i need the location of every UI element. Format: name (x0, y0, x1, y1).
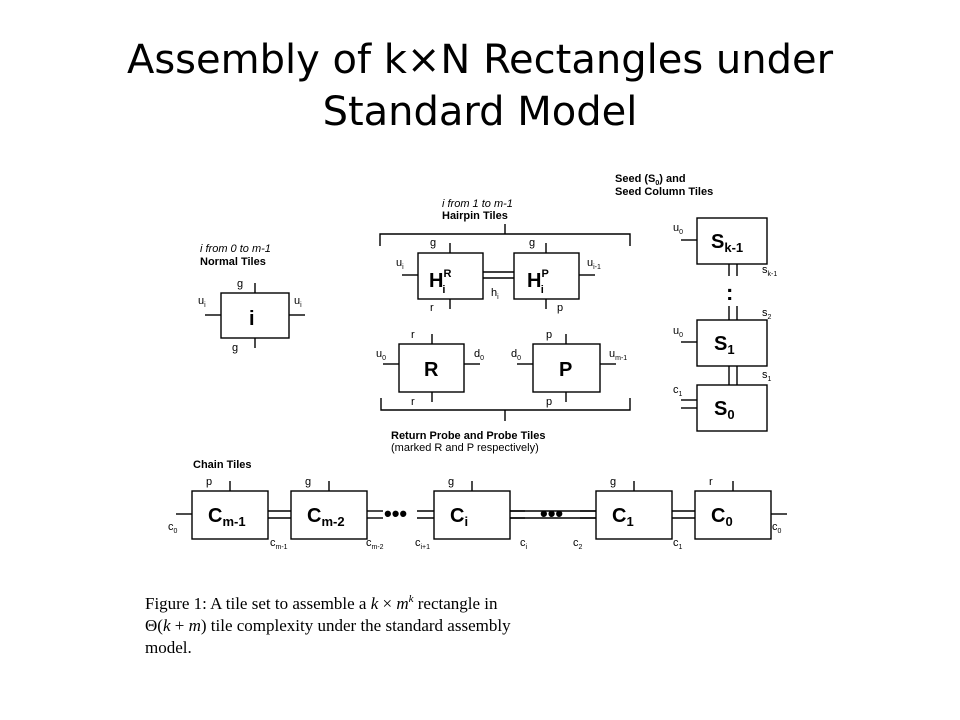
normal-east-label: ui (294, 295, 302, 309)
seed-tile-k-1 (696, 217, 768, 265)
chain-edge-label: cm-2 (366, 537, 384, 551)
figure-caption-line2: Θ(k + m) tile complexity under the stand… (145, 616, 511, 635)
normal-south-label: g (232, 342, 238, 354)
hairpin-r-north: g (430, 237, 436, 249)
slide-title-line2: Standard Model (322, 89, 638, 135)
chain-edge-label: ci (520, 537, 528, 551)
probe-west: d0 (511, 348, 521, 362)
seed-k-1-west: u0 (673, 222, 683, 236)
chain-edge-label: c2 (573, 537, 583, 551)
seed-vertical-dots: : (726, 280, 733, 305)
normal-west-label: ui (198, 295, 206, 309)
chain-tile: C0 r (694, 476, 772, 540)
hairpin-mid-glue: hi (491, 287, 499, 301)
chain-tile: Cm-2 g (290, 476, 368, 540)
return-probe-north: r (411, 329, 415, 341)
seed-column-group: Seed (S0) and Seed Column Tiles Sk-1 S1 … (615, 173, 777, 432)
seed-0-west: c1 (673, 384, 683, 398)
seed-heading-2: Seed Column Tiles (615, 186, 713, 198)
probe-south: p (546, 396, 552, 408)
chain-tile: Cm-1 p (191, 476, 269, 540)
chain-edge-label: c1 (673, 537, 683, 551)
figure-caption-line1: Figure 1: A tile set to assemble a k × m… (145, 593, 498, 613)
seed-s2-label: s2 (762, 307, 772, 321)
hairpin-p-north: g (529, 237, 535, 249)
normal-tile-label: i (249, 308, 255, 330)
chain-tile-label: Cm-1 (208, 505, 246, 529)
hairpin-heading-italic: i from 1 to m-1 (442, 198, 513, 210)
normal-north-label: g (237, 278, 243, 290)
hairpin-p-south: p (557, 302, 563, 314)
probe-east: um-1 (609, 348, 627, 362)
chain-heading: Chain Tiles (193, 459, 251, 471)
return-probe-east: d0 (474, 348, 484, 362)
slide-title-line1: Assembly of k×N Rectangles under (126, 37, 834, 83)
return-probe-west: u0 (376, 348, 386, 362)
chain-tile-label: Cm-2 (307, 505, 345, 529)
chain-tile-north-label: g (448, 476, 454, 488)
normal-tiles-group: i from 0 to m-1 Normal Tiles i g g ui ui (198, 243, 305, 354)
chain-tile: C1 g (595, 476, 673, 540)
chain-tile-label: C0 (711, 505, 733, 529)
return-probe-label: R (424, 359, 439, 381)
chain-edge-label: ci+1 (415, 537, 430, 551)
chain-ellipsis: ••• (540, 501, 563, 526)
return-probe-south: r (411, 396, 415, 408)
seed-k-1-label: Sk-1 (711, 231, 743, 255)
chain-tile-label: C1 (612, 505, 634, 529)
chain-edge-label: cm-1 (270, 537, 288, 551)
chain-edge-label: c0 (168, 521, 178, 535)
normal-heading: Normal Tiles (200, 256, 266, 268)
probe-tiles-group: R P r r p p u0 d0 d0 um-1 Return Probe a… (376, 329, 631, 454)
chain-tile-label: Ci (450, 505, 468, 529)
seed-heading: Seed (S0) and (615, 173, 686, 187)
chain-tile: Ci g (433, 476, 511, 540)
figure-caption-line3: model. (145, 638, 192, 657)
probe-caption-2: (marked R and P respectively) (391, 442, 539, 454)
hairpin-p-east: ui-1 (587, 257, 601, 271)
chain-tile-north-label: g (305, 476, 311, 488)
chain-ellipsis: ••• (384, 501, 407, 526)
seed-tile-1 (696, 319, 768, 367)
chain-tiles-group: Chain Tiles Cm-1 pCm-2 gCi gC1 gC0 r ••• ••• c0 c… (168, 459, 787, 551)
seed-1-label: S1 (714, 333, 735, 357)
chain-tile-north-label: p (206, 476, 212, 488)
probe-caption: Return Probe and Probe Tiles (391, 430, 545, 442)
chain-tile-north-label: g (610, 476, 616, 488)
probe-label: P (559, 359, 572, 381)
hairpin-r-south: r (430, 302, 434, 314)
seed-1-west: u0 (673, 325, 683, 339)
hairpin-r-west: ui (396, 257, 404, 271)
probe-north: p (546, 329, 552, 341)
chain-tile-north-label: r (709, 476, 713, 488)
slide-title: Assembly of k×N Rectangles under Standar… (0, 34, 960, 138)
normal-heading-italic: i from 0 to m-1 (200, 243, 271, 255)
seed-0-label: S0 (714, 398, 735, 422)
seed-k-1-south: sk-1 (762, 264, 777, 278)
figure-caption: Figure 1: A tile set to assemble a k × m… (145, 593, 511, 657)
chain-row: Cm-1 pCm-2 gCi gC1 gC0 r ••• ••• c0 cm-1 cm-2 ci+1 c… (168, 476, 787, 551)
hairpin-heading: Hairpin Tiles (442, 210, 508, 222)
chain-edge-label: c0 (772, 521, 782, 535)
normal-tile (220, 292, 290, 339)
seed-1-south: s1 (762, 369, 772, 383)
